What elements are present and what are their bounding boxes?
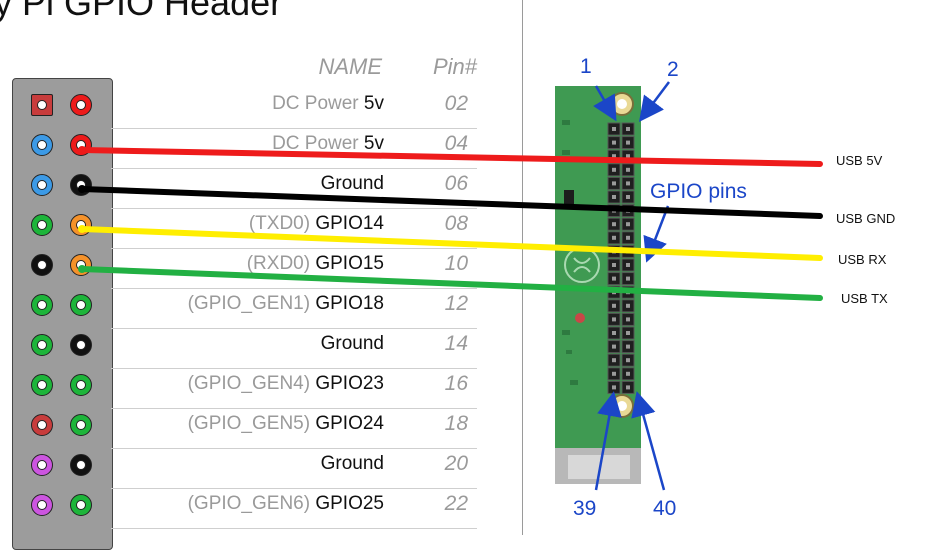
pin-number: 10 [444,252,468,275]
pin-name: (GPIO_GEN4) GPIO23 [110,373,384,395]
pin-name-main: GPIO15 [315,253,384,274]
row-separator [111,488,477,489]
callout-pin39: 39 [573,497,597,520]
row-separator [111,168,477,169]
callout-pin2: 2 [667,58,679,81]
pin-name-main: GPIO23 [315,373,384,394]
pin-name: Ground [110,453,384,475]
pin-name-main: 5v [363,133,384,154]
header-pin-right [70,94,92,116]
header-pin-left [31,414,53,436]
header-pin-left [31,174,53,196]
pin-name: Ground [110,333,384,355]
callout-pin40: 40 [653,497,677,520]
header-pin-right [70,334,92,356]
pin-number: 20 [444,452,468,475]
pin-number: 08 [444,212,468,235]
header-pin-right [70,494,92,516]
pin-name: DC Power 5v [110,133,384,155]
header-pin-left [31,134,53,156]
pin-name-main: Ground [320,333,384,354]
row-separator [111,208,477,209]
row-separator [111,448,477,449]
pin-name-prefix: DC Power [272,93,364,114]
pin-name-main: GPIO14 [315,213,384,234]
row-separator [111,128,477,129]
header-pin-left [31,334,53,356]
pin-name-prefix: (GPIO_GEN5) [187,413,316,434]
pin-name: (GPIO_GEN1) GPIO18 [110,293,384,315]
label-usb-tx: USB TX [841,291,888,306]
pin-name: (GPIO_GEN5) GPIO24 [110,413,384,435]
header-pin-right [70,374,92,396]
header-pin-left [31,94,53,116]
wire-1 [79,186,823,219]
wire-2 [79,226,823,261]
row-separator [111,368,477,369]
pin-name-main: GPIO18 [315,293,384,314]
usb-wires [78,146,823,301]
pin-number: 12 [444,292,468,315]
callout-pin1: 1 [580,55,592,78]
pin-number: 18 [444,412,468,435]
pin-number: 14 [444,332,468,355]
label-usb-rx: USB RX [838,252,887,267]
board-corner [610,86,641,93]
pin-name-prefix: DC Power [272,133,364,154]
gpio-header-strip [12,78,113,550]
label-usb-gnd: USB GND [836,211,896,226]
pin-name-main: 5v [363,93,384,114]
pin-name-prefix: (GPIO_GEN1) [187,293,316,314]
pin-number: 04 [444,132,468,155]
pin-name-main: Ground [320,453,384,474]
pin-name: (GPIO_GEN6) GPIO25 [110,493,384,515]
header-pin-right [70,294,92,316]
pin-name-main: GPIO25 [315,493,384,514]
header-pin-left [31,494,53,516]
column-header-pin: Pin# [432,54,477,79]
pin-number: 06 [444,172,468,195]
pin-name-prefix: (GPIO_GEN6) [187,493,316,514]
header-pin-left [31,454,53,476]
pin-name-prefix: (TXD0) [248,213,316,234]
pin-name: DC Power 5v [110,93,384,115]
pin-name: (RXD0) GPIO15 [110,253,384,275]
row-separator [111,248,477,249]
column-header-name: NAME [318,54,382,79]
pin-name-prefix: (GPIO_GEN4) [187,373,316,394]
divider [522,0,523,535]
header-pin-right [70,454,92,476]
header-pin-left [31,214,53,236]
pin-name-main: Ground [320,173,384,194]
pin-number: 16 [444,372,468,395]
label-usb-5v: USB 5V [836,153,883,168]
row-separator [111,288,477,289]
row-separator [111,328,477,329]
pin-name: Ground [110,173,384,195]
callout-gpio-pins: GPIO pins [650,180,747,203]
row-separator [111,528,477,529]
pin-name-prefix: (RXD0) [246,253,316,274]
header-pin-left [31,294,53,316]
header-pin-left [31,374,53,396]
header-pin-left [31,254,53,276]
row-separator [111,408,477,409]
pin-name: (TXD0) GPIO14 [110,213,384,235]
pin-number: 02 [444,92,468,115]
pin-number: 22 [444,492,468,515]
page-title: y Pi GPIO Header [0,0,283,23]
pin-name-main: GPIO24 [315,413,384,434]
wire-0 [79,147,823,167]
header-pin-right [70,414,92,436]
wire-3 [79,266,823,301]
